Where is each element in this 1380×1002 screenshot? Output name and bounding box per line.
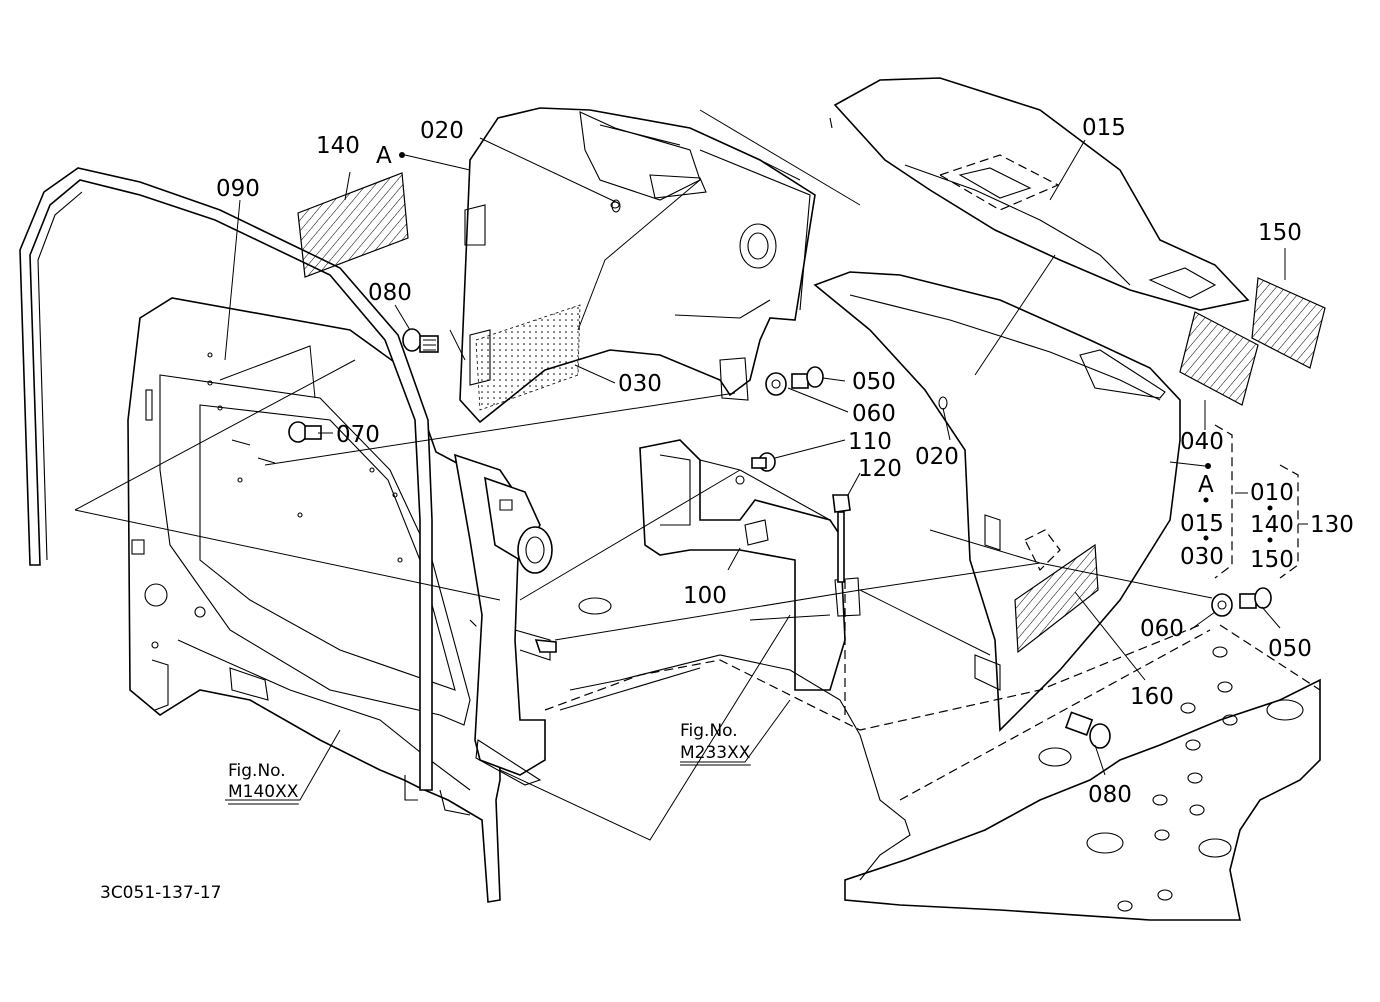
- decal-140: [297, 172, 409, 278]
- label-030-stack: 030: [1180, 544, 1224, 570]
- assembly-lines: [74, 109, 1321, 841]
- label-a-reference-left: A: [376, 143, 392, 169]
- clip-020-left: [611, 199, 621, 213]
- bolt-080-lower: [1064, 711, 1111, 749]
- label-110: 110: [848, 429, 892, 455]
- label-150-stack: 150: [1250, 547, 1294, 573]
- upper-left-cover: [459, 107, 816, 424]
- label-060-upper: 060: [852, 401, 896, 427]
- fig-ref-m233xx-line2: M233XX: [680, 743, 751, 763]
- bolt-050-lower: [1239, 587, 1272, 609]
- label-080-upper: 080: [368, 280, 412, 306]
- label-050-upper: 050: [852, 369, 896, 395]
- label-030-left: 030: [618, 371, 662, 397]
- right-side-cover: [813, 271, 1181, 732]
- label-050-lower: 050: [1268, 636, 1312, 662]
- pillar-hinge: [439, 453, 557, 816]
- fig-ref-m140xx-line1: Fig.No.: [228, 761, 286, 781]
- label-015-top: 015: [1082, 115, 1126, 141]
- label-100: 100: [683, 583, 727, 609]
- washer-060-upper: [765, 372, 787, 396]
- label-020-right: 020: [915, 444, 959, 470]
- label-070: 070: [336, 422, 380, 448]
- label-a-reference-right: A: [1198, 472, 1214, 498]
- panel-bracket: [639, 439, 861, 691]
- label-015-stack: 015: [1180, 511, 1224, 537]
- callout-labels: 140 A 020 015 150 090 080 030 050 060 07…: [216, 115, 1354, 808]
- drawing-number: 3C051-137-17: [100, 883, 221, 903]
- label-060-lower: 060: [1140, 616, 1184, 642]
- label-010: 010: [1250, 480, 1294, 506]
- bolt-120: [832, 494, 851, 583]
- front-frame-panel: [127, 297, 501, 903]
- label-090: 090: [216, 176, 260, 202]
- label-140-stack: 140: [1250, 512, 1294, 538]
- bolt-080-upper: [402, 328, 439, 353]
- label-140-upper-left: 140: [316, 133, 360, 159]
- washer-060-lower: [1211, 593, 1233, 617]
- label-130: 130: [1310, 512, 1354, 538]
- fig-ref-m233xx-line1: Fig.No.: [680, 721, 738, 741]
- window-seal: [19, 167, 433, 801]
- label-separator-dots: [1203, 497, 1273, 543]
- label-160: 160: [1130, 684, 1174, 710]
- label-020-upper: 020: [420, 118, 464, 144]
- label-040: 040: [1180, 429, 1224, 455]
- bolt-110: [751, 452, 776, 472]
- bolt-050-upper: [791, 366, 824, 389]
- decal-150: [1251, 277, 1326, 369]
- decal-140-right: [1179, 311, 1259, 406]
- floor-grommets: [1117, 646, 1238, 912]
- label-120: 120: [858, 456, 902, 482]
- fig-ref-m140xx-line2: M140XX: [228, 782, 299, 802]
- label-080-lower: 080: [1088, 782, 1132, 808]
- floor-plate: [559, 597, 1321, 921]
- label-150-upper-right: 150: [1258, 220, 1302, 246]
- leader-lines: [224, 137, 1308, 801]
- top-cover: [829, 77, 1250, 311]
